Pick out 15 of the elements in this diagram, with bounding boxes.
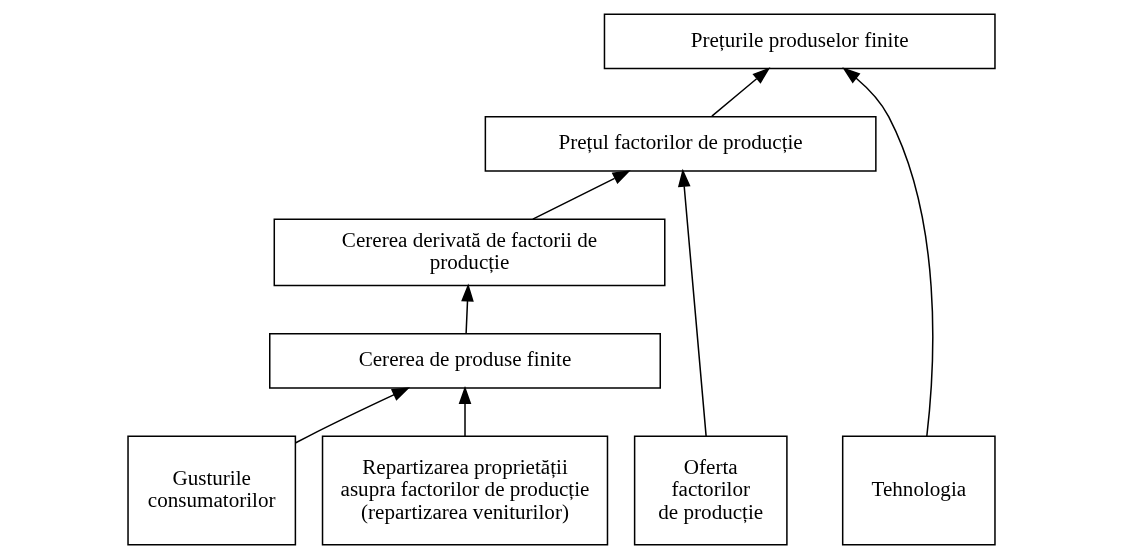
node-box: Prețurile produselor finite: [603, 13, 996, 70]
node-box: Oferta factorilor de producție: [633, 435, 788, 546]
arrow: [841, 67, 933, 437]
node-box: Cererea de produse finite: [268, 333, 661, 389]
node-box: Tehnologia: [841, 435, 996, 546]
arrow: [460, 283, 474, 335]
node-box: Repartizarea proprietății asupra factorilor de producție (repartizarea veniturilor): [321, 435, 608, 546]
node-box: Cererea derivată de factorii de producție: [273, 218, 666, 287]
arrow: [531, 170, 631, 220]
node-box: Gusturile consumatorilor: [126, 435, 296, 546]
arrow: [294, 387, 410, 444]
arrow: [677, 168, 707, 437]
arrow: [458, 385, 471, 437]
arrow: [710, 67, 770, 117]
node-box: Prețul factorilor de producție: [484, 115, 877, 172]
